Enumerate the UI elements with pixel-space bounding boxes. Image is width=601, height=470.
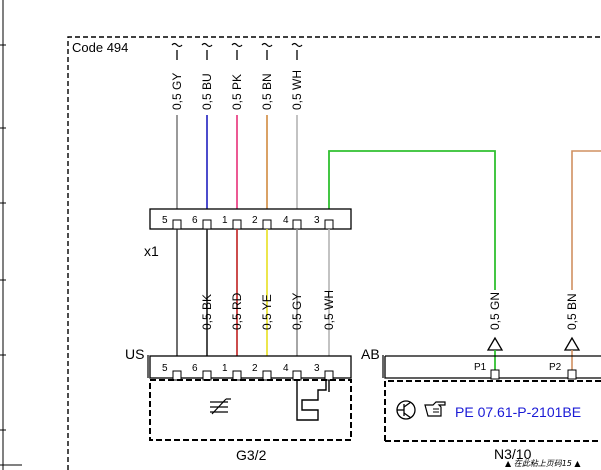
code-label: Code 494 xyxy=(72,40,128,55)
x1-pin: 5 xyxy=(162,215,168,226)
component-n310-box xyxy=(384,380,601,442)
us-pin: 3 xyxy=(314,363,320,374)
arrow-up-icon xyxy=(563,336,581,351)
wire-label-wh-mid: 0,5 WH xyxy=(322,290,336,330)
ab-pin-p1: P1 xyxy=(474,362,487,373)
wire-label-bn: 0,5 BN xyxy=(260,73,274,110)
wire-label-gn: 0,5 GN xyxy=(488,292,502,330)
connector-us-label: US xyxy=(125,346,144,362)
wire-bn-right xyxy=(571,150,601,290)
footer-note: ▲ 在此粘上页码15 ▲ xyxy=(505,459,581,468)
us-pin: 1 xyxy=(222,363,228,374)
wire-label-bu: 0,5 BU xyxy=(200,73,214,110)
wire-end-icon xyxy=(261,42,273,48)
wire-label-pk: 0,5 PK xyxy=(230,74,244,110)
wire-end-icon xyxy=(201,42,213,48)
component-n310-label: N3/10 xyxy=(494,446,532,462)
wire-label-wh: 0,5 WH xyxy=(290,70,304,110)
wire-label-rd: 0,5 RD xyxy=(230,292,244,330)
x1-pin: 6 xyxy=(192,215,198,226)
transistor-icon xyxy=(396,400,416,420)
component-g32-label: G3/2 xyxy=(236,447,267,463)
arrow-up-icon xyxy=(486,336,504,351)
ab-pin-p2: P2 xyxy=(549,362,562,373)
sensor-symbol-icon xyxy=(210,398,231,415)
wire-label-gy-mid: 0,5 GY xyxy=(290,293,304,330)
connector-ab xyxy=(384,355,601,379)
wire-label-gy: 0,5 GY xyxy=(170,73,184,110)
code-frame xyxy=(67,36,601,470)
heater-element-icon xyxy=(296,380,330,421)
x1-pin: 1 xyxy=(222,215,228,226)
us-pin: 4 xyxy=(283,363,289,374)
wire-gn xyxy=(328,150,496,290)
top-wire-ends xyxy=(171,42,303,48)
x1-pin: 4 xyxy=(283,215,289,226)
pointing-hand-icon xyxy=(424,401,446,417)
component-g32-box xyxy=(149,379,352,441)
x1-label: x1 xyxy=(144,243,159,259)
wire-label-bn-right: 0,5 BN xyxy=(565,293,579,330)
x1-pin: 2 xyxy=(252,215,258,226)
connector-ab-label: AB xyxy=(361,346,380,362)
wire-label-ye: 0,5 YE xyxy=(260,294,274,330)
wire-end-icon xyxy=(171,42,183,48)
wire-label-bk: 0,5 BK xyxy=(200,294,214,330)
ab-terminal xyxy=(567,369,577,380)
reference-link[interactable]: PE 07.61-P-2101BE xyxy=(455,404,581,420)
us-pin: 5 xyxy=(162,363,168,374)
us-pin: 6 xyxy=(192,363,198,374)
x1-pin: 3 xyxy=(314,215,320,226)
ab-terminal xyxy=(490,369,500,380)
wire-end-icon xyxy=(231,42,243,48)
us-pin: 2 xyxy=(252,363,258,374)
wire-end-icon xyxy=(291,42,303,48)
